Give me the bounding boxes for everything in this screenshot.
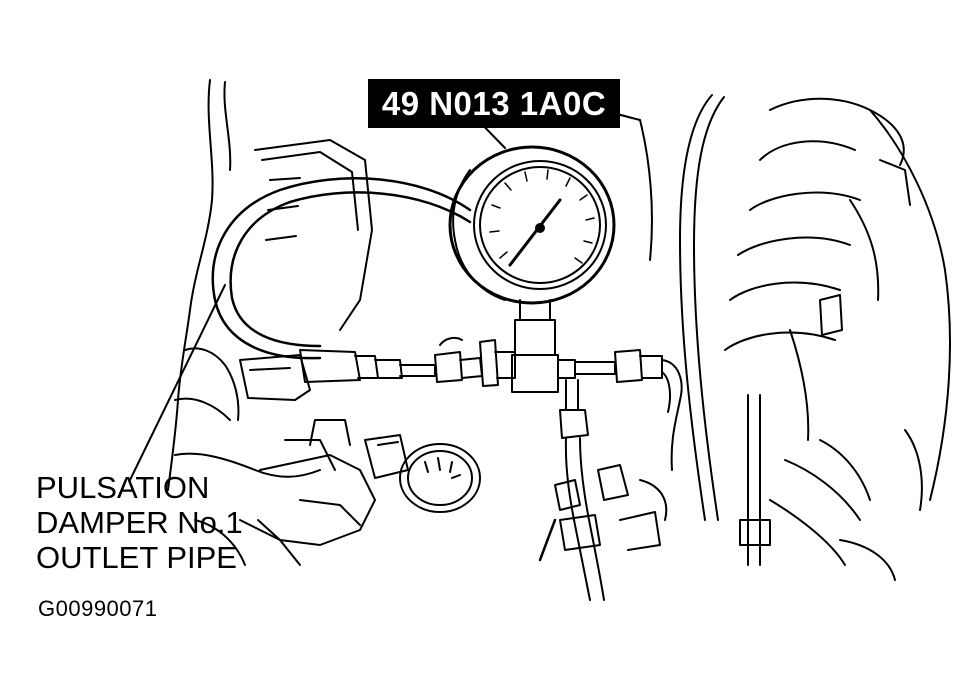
component-label-line-3: OUTLET PIPE (36, 540, 237, 575)
round-cap (399, 443, 481, 513)
gauge-needle (508, 198, 562, 267)
fuel-hose (211, 177, 472, 360)
component-label-line-2: DAMPER No.1 (36, 505, 243, 540)
right-engine-manifold (579, 94, 951, 581)
tool-part-number-callout: 49 N013 1A0C (368, 79, 620, 128)
pressure-gauge (448, 145, 616, 393)
component-label-line-1: PULSATION (36, 470, 210, 505)
gauge-ticks (489, 169, 595, 264)
figure-id: G00990071 (38, 596, 158, 621)
left-fittings (299, 336, 516, 387)
label-leader (129, 284, 226, 481)
right-fittings (538, 349, 683, 601)
component-label: PULSATION DAMPER No.1 OUTLET PIPE (36, 470, 243, 575)
tool-part-number: 49 N013 1A0C (381, 85, 607, 122)
